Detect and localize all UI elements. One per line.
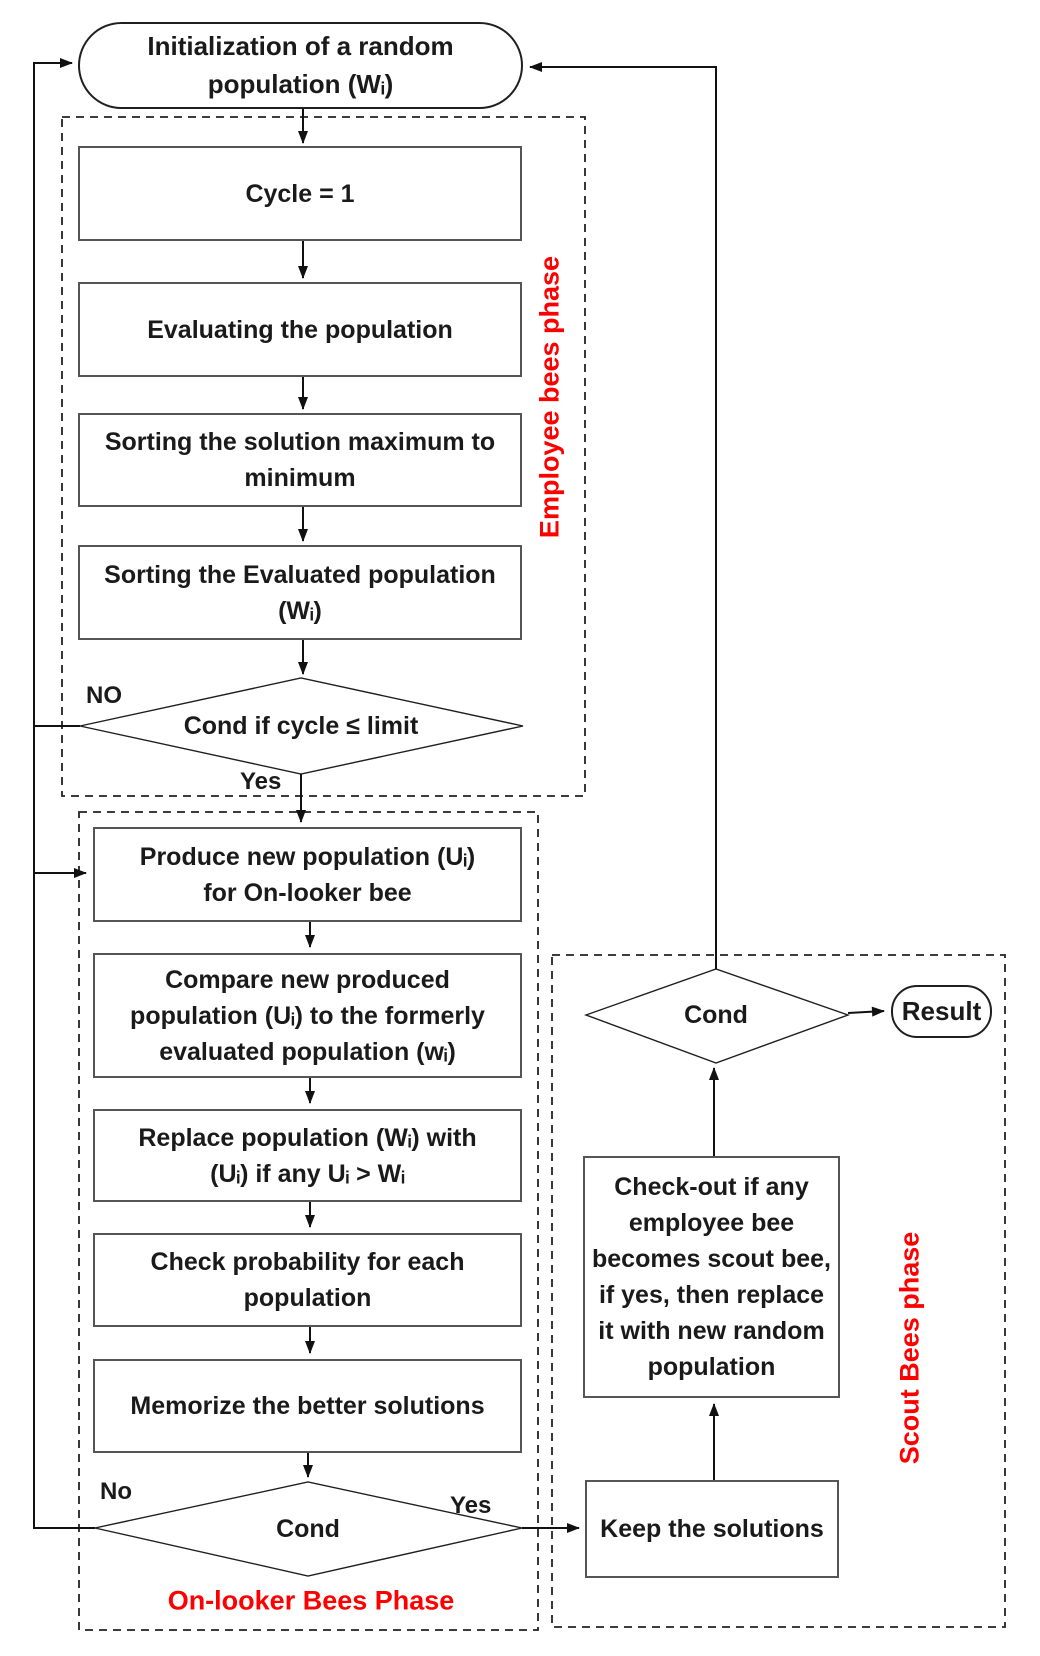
label-cond-cycle: Cond if cycle ≤ limit	[183, 711, 419, 740]
node-memorize: Memorize the better solutions	[93, 1359, 522, 1453]
phase-label-onlooker: On-looker Bees Phase	[167, 1585, 455, 1616]
node-sort-max: Sorting the solution maximum to minimum	[78, 413, 522, 507]
node-compare: Compare new produced population (Uᵢ) to …	[93, 953, 522, 1078]
node-result: Result	[891, 985, 992, 1038]
edge-label-employee-yes: Yes	[240, 768, 282, 795]
node-cycle: Cycle = 1	[78, 146, 522, 241]
edge-label-employee-no: NO	[86, 682, 122, 709]
decision-cond-cycle	[79, 677, 524, 775]
scout-phase-frame	[551, 954, 1006, 1628]
label-cond-scout: Cond	[684, 1000, 748, 1029]
node-produce: Produce new population (Uᵢ) for On-looke…	[93, 827, 522, 922]
edge-label-onlooker-yes: Yes	[450, 1492, 492, 1519]
decision-cond-scout	[583, 968, 851, 1064]
onlooker-phase-frame	[78, 811, 539, 1631]
loop-onlooker-no-to-init	[33, 58, 95, 1529]
node-sort-eval: Sorting the Evaluated population (Wᵢ)	[78, 545, 522, 640]
node-evaluate: Evaluating the population	[78, 282, 522, 377]
phase-label-scout: Scout Bees phase	[894, 1231, 925, 1465]
node-init: Initialization of a random population (W…	[78, 22, 523, 109]
node-replace: Replace population (Wᵢ) with (Uᵢ) if any…	[93, 1109, 522, 1202]
loop-condscout-to-init	[529, 62, 717, 969]
label-cond-onlooker: Cond	[276, 1514, 340, 1543]
node-check-prob: Check probability for each population	[93, 1233, 522, 1327]
edge-label-onlooker-no: No	[100, 1478, 132, 1505]
employee-phase-frame	[61, 116, 586, 797]
node-keep: Keep the solutions	[585, 1480, 839, 1578]
phase-label-employee: Employee bees phase	[534, 255, 565, 539]
arrow-condscout-to-result	[847, 1006, 885, 1017]
node-checkout: Check-out if any employee bee becomes sc…	[583, 1156, 840, 1398]
